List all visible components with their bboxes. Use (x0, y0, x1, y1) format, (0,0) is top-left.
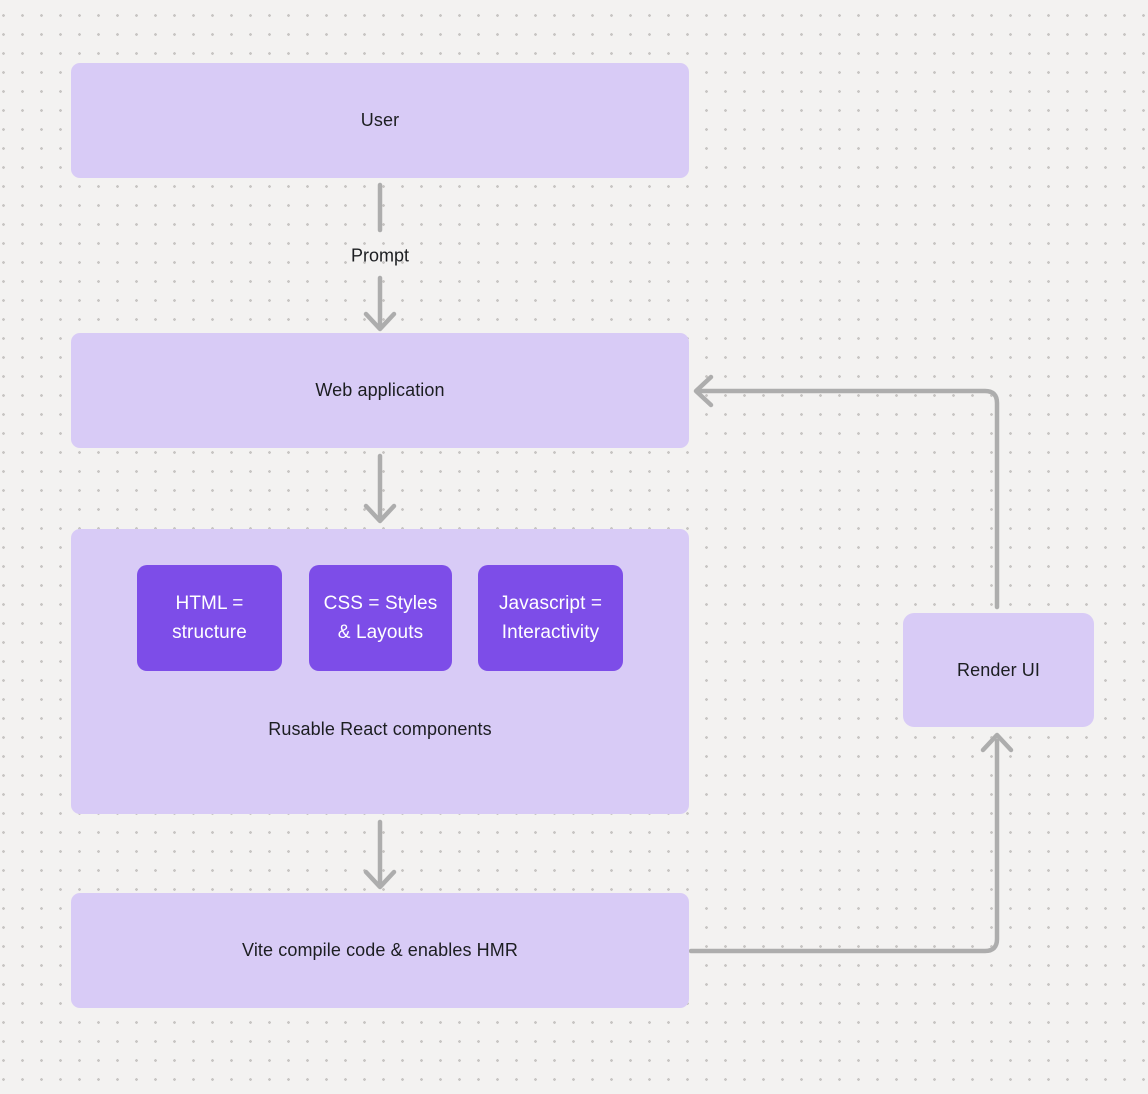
arrowhead-up-icon (983, 735, 1011, 750)
edge-webapp-to-components[interactable] (366, 456, 394, 521)
node-web-application[interactable]: Web application (71, 333, 689, 448)
edge-user-to-webapp[interactable] (366, 185, 394, 329)
chip-html-line2: structure (172, 622, 247, 643)
arrowhead-down-icon (366, 872, 394, 887)
arrowhead-down-icon (366, 314, 394, 329)
chip-javascript-line2: Interactivity (501, 622, 600, 643)
edge-components-to-vite[interactable] (366, 822, 394, 887)
chip-css-line2: & Layouts (337, 622, 424, 643)
node-user-label: User (360, 110, 400, 130)
node-components-container[interactable]: HTML = structure CSS = Styles & Layouts … (71, 529, 689, 814)
components-caption: Rusable React components (268, 719, 492, 739)
node-vite[interactable]: Vite compile code & enables HMR (71, 893, 689, 1008)
chip-html-line1: HTML = (175, 593, 244, 614)
node-user[interactable]: User (71, 63, 689, 178)
edge-renderui-to-webapp[interactable] (696, 377, 997, 607)
chip-javascript[interactable]: Javascript = Interactivity (478, 565, 623, 671)
arrowhead-down-icon (366, 506, 394, 521)
chip-javascript-line1: Javascript = (498, 593, 603, 614)
edge-label-prompt[interactable]: Prompt (350, 245, 410, 266)
chip-html[interactable]: HTML = structure (137, 565, 282, 671)
node-render-ui-label: Render UI (957, 659, 1040, 680)
node-web-application-label: Web application (315, 380, 445, 400)
chip-css[interactable]: CSS = Styles & Layouts (309, 565, 452, 671)
edge-vite-to-renderui[interactable] (691, 735, 1011, 951)
node-vite-label: Vite compile code & enables HMR (242, 940, 518, 960)
node-render-ui[interactable]: Render UI (903, 613, 1094, 727)
arrowhead-left-icon (696, 377, 711, 405)
chip-css-line1: CSS = Styles (323, 593, 438, 614)
